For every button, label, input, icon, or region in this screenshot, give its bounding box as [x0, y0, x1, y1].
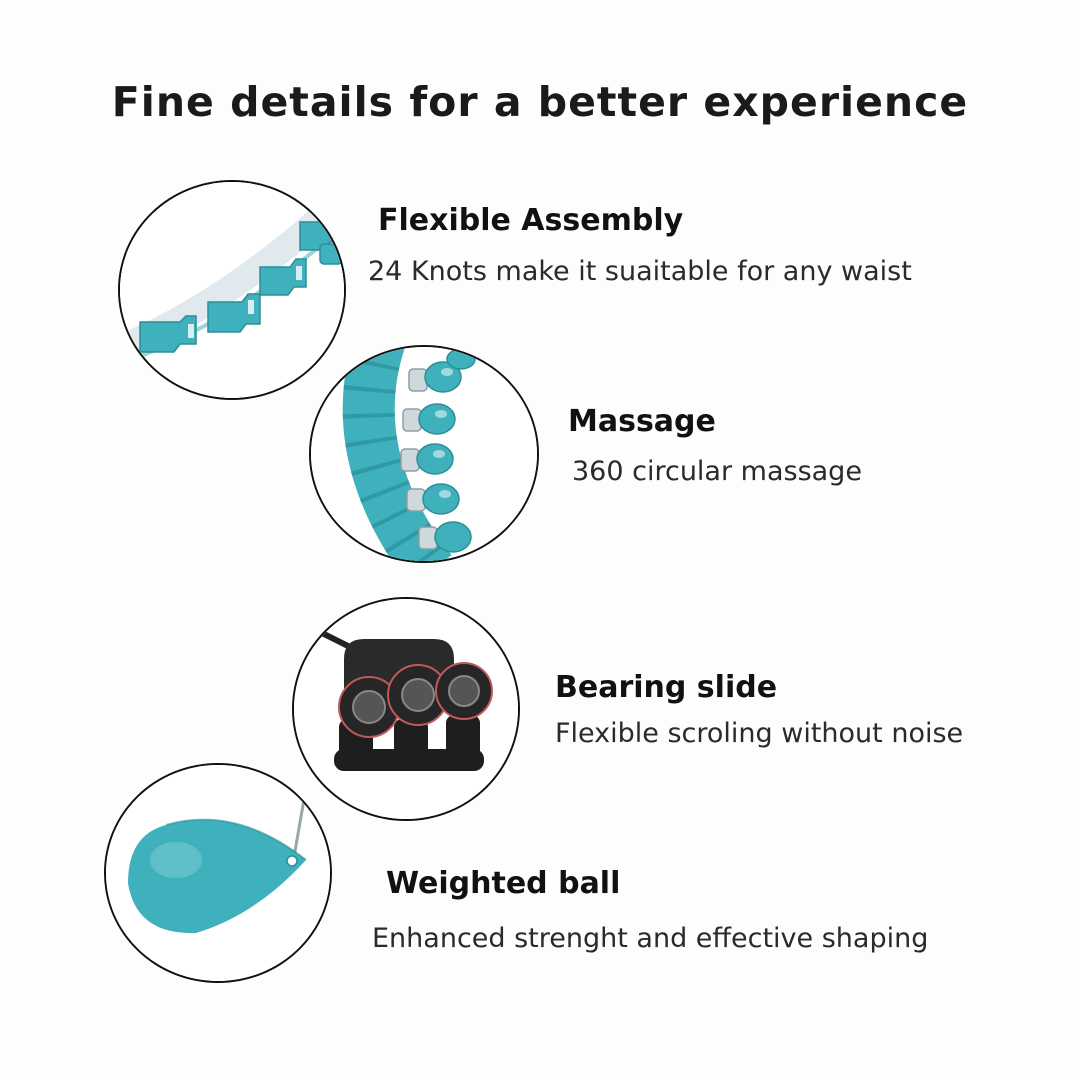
feature-title-flexible-assembly: Flexible Assembly [378, 203, 684, 238]
feature-desc-massage: 360 circular massage [572, 456, 862, 487]
feature-desc-weighted-ball: Enhanced strenght and effective shaping [372, 923, 929, 954]
feature-desc-bearing-slide: Flexible scroling without noise [555, 718, 964, 749]
hoop-links-photo [118, 180, 346, 400]
massage-nodes-photo [309, 345, 539, 563]
bearing-slide-photo [292, 597, 520, 821]
feature-desc-flexible-assembly: 24 Knots make it suaitable for any waist [368, 256, 912, 287]
feature-title-weighted-ball: Weighted ball [386, 866, 621, 901]
feature-title-bearing-slide: Bearing slide [555, 670, 778, 705]
weighted-ball-photo [104, 763, 332, 983]
feature-title-massage: Massage [568, 404, 716, 439]
page-title: Fine details for a better experience [111, 78, 969, 126]
